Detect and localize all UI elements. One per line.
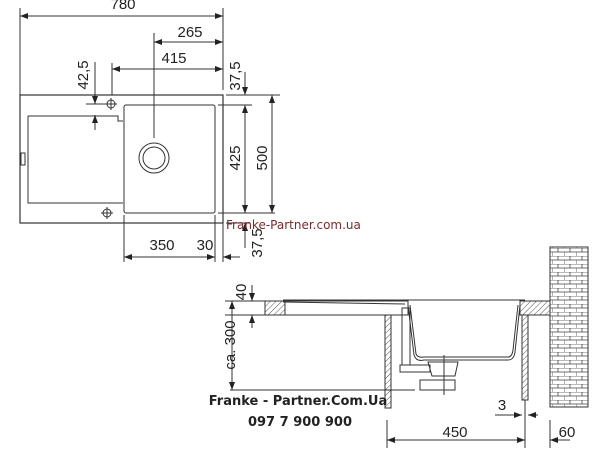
sink-section <box>282 299 525 361</box>
cabinet-wall-right <box>521 314 529 401</box>
brick-wall <box>549 246 589 408</box>
dim-350: 350 <box>149 237 174 254</box>
dim-450: 450 <box>442 424 467 441</box>
slot <box>20 152 26 166</box>
drain-icon <box>138 142 170 174</box>
dim-60: 60 <box>559 424 576 441</box>
brand-site: Franke - Partner.Com.Ua <box>209 394 387 409</box>
overflow-pipe <box>399 307 431 373</box>
dim-42-5: 42,5 <box>75 60 92 89</box>
cabinet-wall-left <box>384 314 392 409</box>
countertop-right <box>519 300 551 316</box>
dim-40: 40 <box>233 284 250 301</box>
dim-30: 30 <box>197 237 214 254</box>
watermark: Franke-Partner.com.ua <box>226 218 361 232</box>
brand-phone: 097 7 900 900 <box>248 415 352 430</box>
sink-outline <box>19 94 224 224</box>
tap-hole-icon <box>101 207 113 219</box>
dim-3: 3 <box>498 397 506 414</box>
dim-ca-300: ca. 300 <box>222 320 239 369</box>
dim-265: 265 <box>177 24 202 41</box>
dim-37-5-top: 37,5 <box>227 61 244 90</box>
dim-425: 425 <box>227 145 244 170</box>
bowl-outline <box>123 104 216 214</box>
top-view: 780 265 415 42,5 37,5 425 500 37,5 350 3… <box>19 0 361 262</box>
drainer-area <box>27 115 123 204</box>
side-view: 40 ca. 300 3 450 60 <box>222 246 589 448</box>
dim-415: 415 <box>161 50 186 67</box>
dim-37-5-bottom: 37,5 <box>249 228 266 257</box>
dim-500: 500 <box>254 145 271 170</box>
drain-assembly <box>419 355 459 395</box>
dim-780: 780 <box>110 0 135 13</box>
